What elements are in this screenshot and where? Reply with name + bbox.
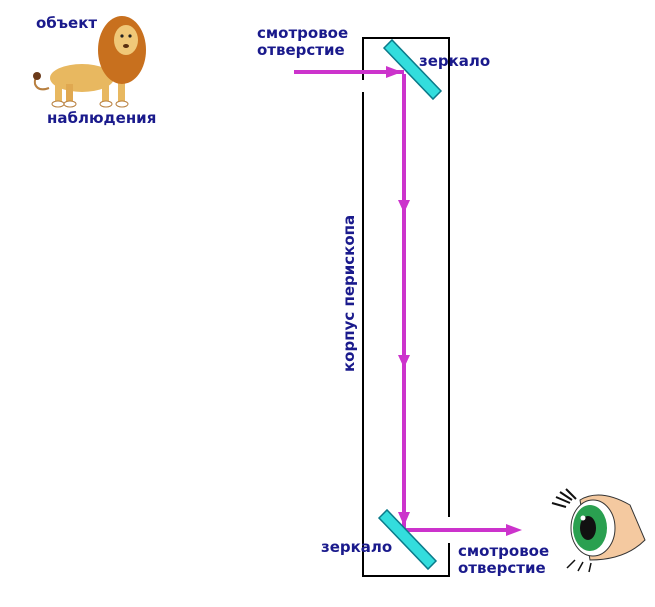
periscope-body-label: корпус перископа xyxy=(340,214,358,372)
object-label-line1: объект xyxy=(36,14,98,32)
bottom-opening-label-line2: отверстие xyxy=(458,559,546,577)
eye-icon xyxy=(551,488,646,573)
object-label-line2: наблюдения xyxy=(47,109,157,127)
periscope-body xyxy=(362,37,450,577)
top-opening-label-line2: отверстие xyxy=(257,41,345,59)
bottom-opening-label-line1: смотровое xyxy=(458,542,550,560)
top-mirror xyxy=(382,38,443,101)
top-mirror-label: зеркало xyxy=(419,52,491,70)
top-opening-label-line1: смотровое xyxy=(257,24,349,42)
bottom-mirror xyxy=(377,508,438,571)
lion-icon xyxy=(33,16,146,108)
light-beam xyxy=(294,70,515,532)
bottom-mirror-label: зеркало xyxy=(321,538,393,556)
beam-arrowheads xyxy=(386,66,522,536)
